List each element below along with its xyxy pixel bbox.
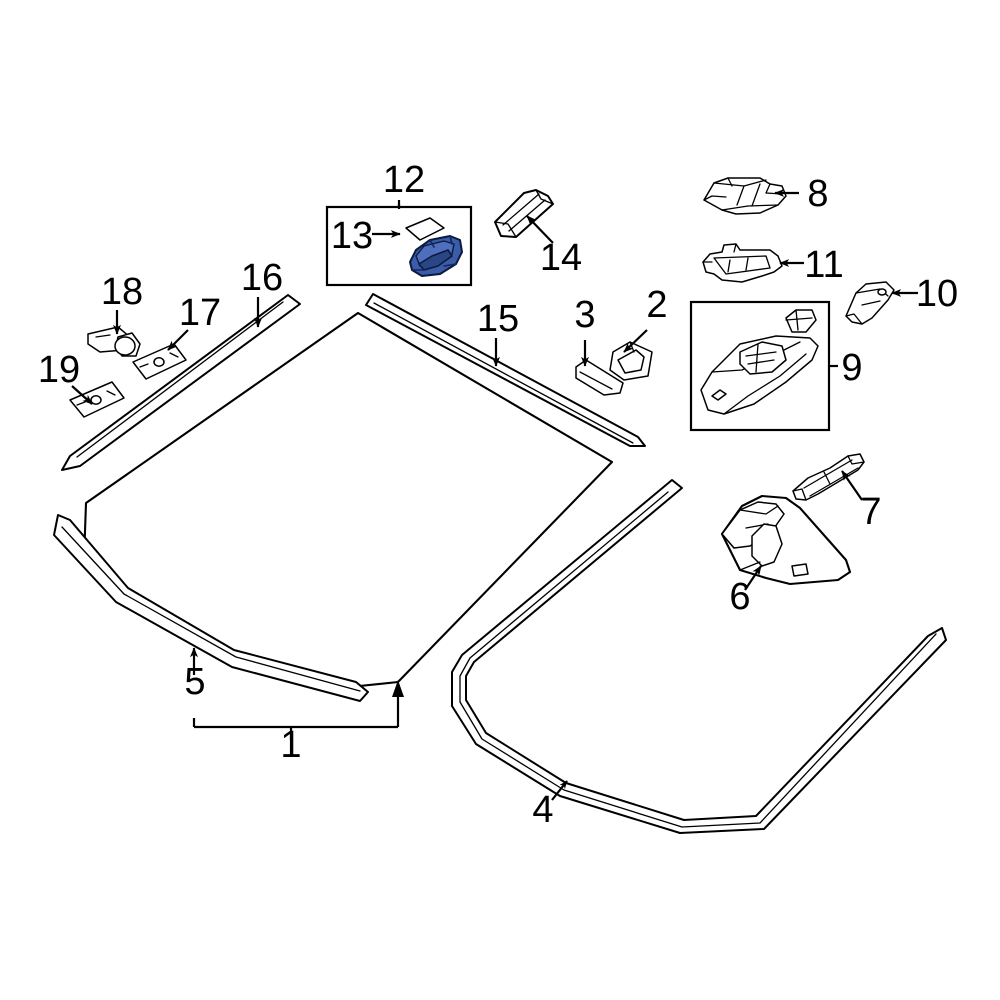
callout-label-14: 14 [540,237,582,279]
callout-leader-4 [551,780,568,801]
part-16-upper-left-molding [61,294,301,471]
callout-leader-19 [71,385,93,405]
callout-label-1: 1 [280,724,301,766]
callout-label-9: 9 [841,347,862,389]
part-14-mirror-wire-cover [494,189,554,238]
callout-label-17: 17 [179,292,221,334]
part-12-rain-sensor-cover-highlighted [409,235,463,277]
callout-leader-14 [526,215,554,244]
callout-label-4: 4 [532,789,553,831]
callout-label-3: 3 [574,294,595,336]
callout-label-2: 2 [646,284,667,326]
callout-leader-2 [623,329,648,353]
callout-label-12: 12 [383,159,425,201]
callout-bracket-1 [192,680,404,740]
part-2-upper-clip-retainer [609,341,653,381]
part-6-inside-mirror-cover [720,494,852,586]
part-9-mirror-base-cover-assembly [700,309,819,415]
part-11-sensor-mount-base [702,243,783,283]
callout-label-18: 18 [101,271,143,313]
part-10-mirror-cover-end-cap [845,281,895,325]
part-17-molding-retainer-clip-upper [132,343,187,380]
callout-label-6: 6 [729,576,750,618]
part-5-lower-left-molding [53,514,369,702]
callout-leader-17 [167,329,189,351]
callout-label-15: 15 [477,298,519,340]
part-15-upper-right-molding [365,293,646,447]
part-19-molding-retainer-clip-lower [69,381,125,418]
part-13-rain-sensor-gel-pad [405,217,445,241]
callout-label-19: 19 [38,349,80,391]
callout-label-8: 8 [807,173,828,215]
part-18-molding-push-pin [87,326,141,357]
callout-label-5: 5 [184,661,205,703]
callout-label-10: 10 [916,273,958,315]
callout-label-16: 16 [241,257,283,299]
part-4-lower-windshield-molding [451,479,947,834]
callout-leader-7 [841,470,863,501]
callout-label-7: 7 [860,491,881,533]
part-8-rain-sensor-bracket [703,177,787,215]
callout-label-11: 11 [804,244,843,286]
callout-leader-6 [744,565,762,591]
part-7-mirror-mount-bracket [792,453,865,501]
callout-label-13: 13 [331,215,373,257]
